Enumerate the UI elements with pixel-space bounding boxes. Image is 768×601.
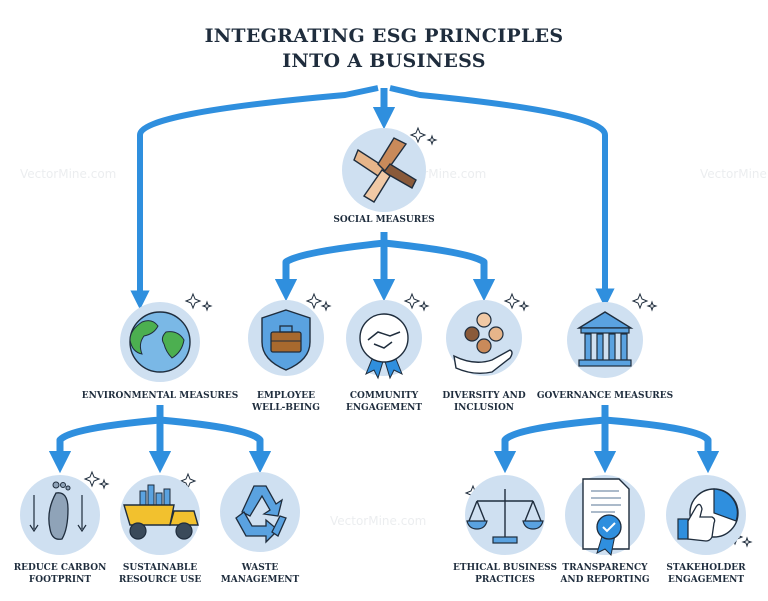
- stakeholder-engagement-label: STAKEHOLDER ENGAGEMENT: [666, 563, 746, 585]
- transparency-reporting-label: TRANSPARENCY AND REPORTING: [560, 563, 650, 585]
- thumbs-up-pie-icon: [666, 475, 746, 555]
- dump-truck-icon: [120, 475, 200, 555]
- watermark-text: VectorMine.com: [700, 167, 768, 181]
- institution-icon: [567, 302, 643, 378]
- sustainable-resource-use-label: SUSTAINABLE RESOURCE USE: [118, 563, 202, 585]
- community-engagement-label: COMMUNITY ENGAGEMENT: [345, 391, 423, 413]
- people-in-hand-icon: [446, 300, 522, 376]
- arrow-to-governance: [389, 85, 615, 308]
- watermark-text: VectorMine.com: [20, 167, 116, 181]
- arrow-env-carbon: [48, 405, 164, 474]
- globe-icon: [120, 302, 200, 382]
- briefcase-shield-icon: [248, 300, 324, 376]
- handshake-badge-icon: [346, 300, 422, 380]
- environmental-measures-label: ENVIRONMENTAL MEASURES: [81, 391, 239, 401]
- connector-arrows: [48, 85, 720, 474]
- arrow-gov-ethical: [493, 405, 609, 474]
- footprint-icon: [20, 475, 100, 555]
- diversity-inclusion-label: DIVERSITY AND INCLUSION: [442, 391, 526, 413]
- employee-well-being-label: EMPLOYEE WELL-BEING: [252, 391, 320, 413]
- recycle-icon: [220, 472, 300, 552]
- reduce-carbon-footprint-label: REDUCE CARBON FOOTPRINT: [13, 563, 107, 585]
- watermark-text: VectorMine.com: [330, 514, 426, 528]
- ethical-business-practices-label: ETHICAL BUSINESS PRACTICES: [453, 563, 557, 585]
- arrow-gov-stakeholder: [604, 416, 720, 474]
- diagram-title: INTEGRATING ESG PRINCIPLES INTO A BUSINE…: [204, 25, 564, 72]
- governance-measures-label: GOVERNANCE MEASURES: [536, 391, 674, 401]
- arrow-social-diversity: [383, 239, 496, 302]
- joined-hands-icon: [342, 128, 426, 212]
- arrow-env-waste: [159, 416, 272, 474]
- scales-icon: [465, 475, 545, 555]
- waste-management-label: WASTE MANAGEMENT: [220, 563, 300, 585]
- arrow-to-environmental: [130, 85, 379, 310]
- arrow-social-employee: [274, 232, 388, 302]
- certified-document-icon: [565, 475, 645, 557]
- social-measures-label: SOCIAL MEASURES: [333, 215, 435, 225]
